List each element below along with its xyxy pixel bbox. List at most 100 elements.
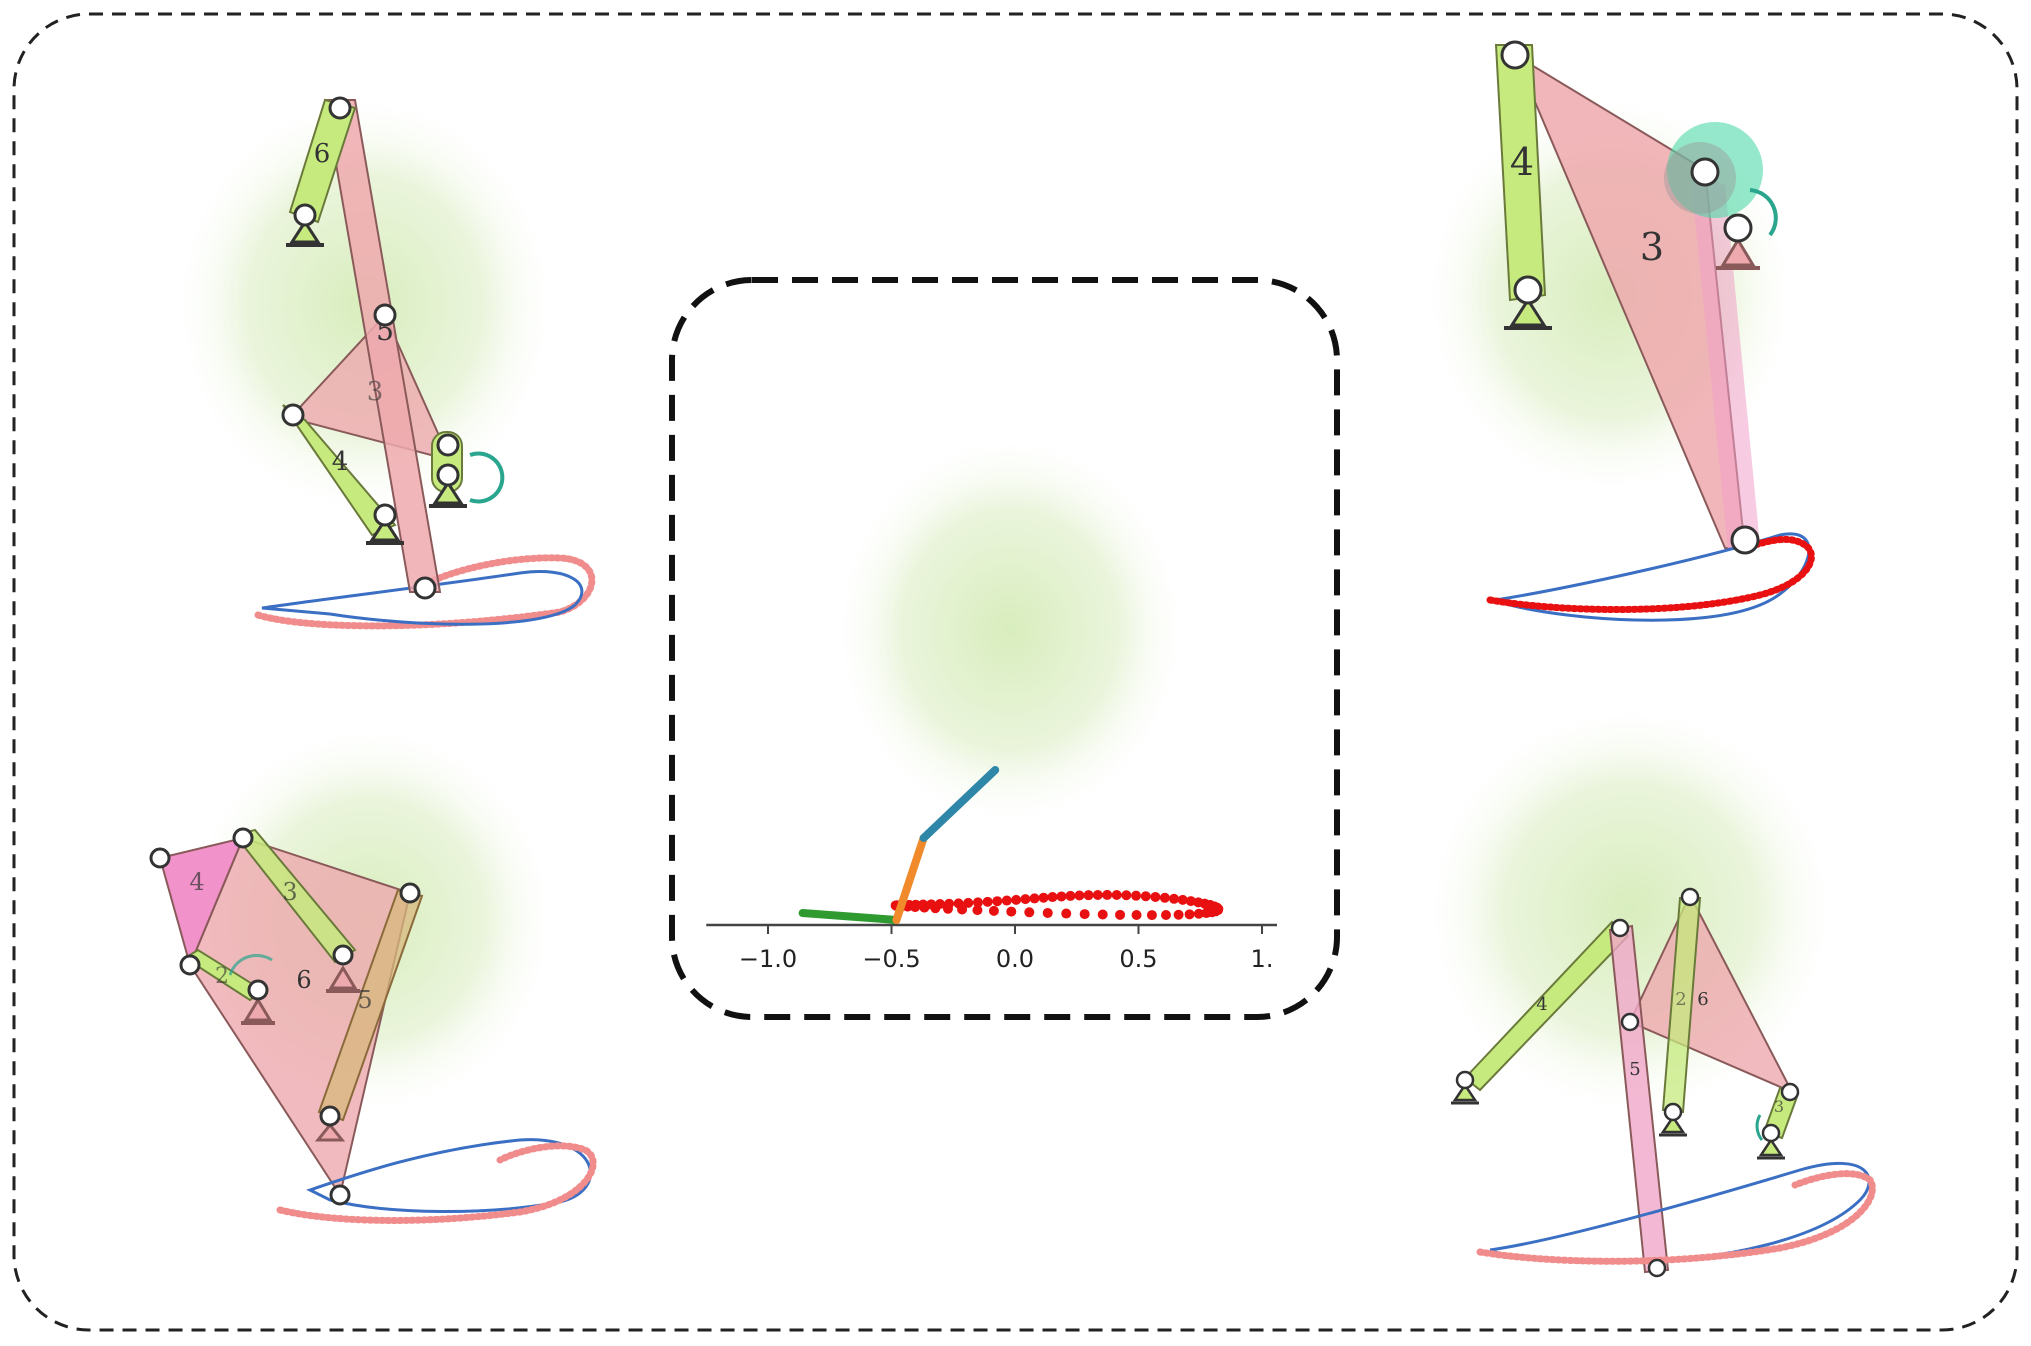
- motor-arrow-icon: [469, 451, 505, 504]
- ground-pivot-icon: [314, 1122, 346, 1142]
- target-point: [1056, 891, 1067, 902]
- target-point: [1047, 892, 1058, 903]
- ground-pivot-icon: [289, 219, 321, 244]
- link-label-4: 4: [1510, 140, 1534, 184]
- target-point: [1011, 894, 1022, 905]
- target-point: [942, 903, 953, 914]
- target-point: [1160, 909, 1171, 920]
- target-point: [1140, 891, 1151, 902]
- target-point: [1111, 890, 1122, 901]
- joints: [149, 827, 421, 1206]
- target-curve: [254, 554, 596, 630]
- target-point: [1102, 889, 1113, 900]
- target-point: [1024, 907, 1035, 918]
- target-point: [1006, 906, 1017, 917]
- arm-segment-orange: [892, 834, 928, 924]
- link-label-4: 4: [1536, 994, 1547, 1015]
- center-chart: −1.0 −0.5 0.0 0.5 1.: [706, 766, 1277, 973]
- target-point: [992, 896, 1003, 907]
- target-point: [1131, 910, 1142, 921]
- x-tick-label: 0.5: [1119, 945, 1157, 973]
- target-point: [1146, 910, 1157, 921]
- target-point: [1173, 909, 1184, 920]
- target-point: [1083, 890, 1094, 901]
- center-plot-panel: −1.0 −0.5 0.0 0.5 1.: [669, 277, 1340, 1020]
- ground-pivot-icon: [369, 517, 401, 542]
- joint-icon: [373, 503, 397, 527]
- link-label-3: 3: [1774, 1097, 1784, 1116]
- x-tick-label: 1.: [1251, 945, 1274, 973]
- joint-icon: [319, 1105, 341, 1127]
- target-point: [972, 897, 983, 908]
- link-label-4: 4: [332, 447, 349, 477]
- joint-icon: [329, 1184, 351, 1206]
- link-label-4: 4: [189, 868, 204, 896]
- traced-curve: [306, 1138, 592, 1213]
- joint-icon: [1690, 157, 1720, 187]
- link-label-6: 6: [296, 966, 311, 994]
- x-tick-label: −0.5: [862, 945, 920, 973]
- target-point: [1193, 897, 1204, 908]
- panel-bottom-left: 4 3 2 6 5: [149, 720, 597, 1224]
- traced-curve: [1494, 532, 1811, 622]
- arm-segment-blue: [919, 766, 1000, 842]
- link-label-5: 5: [1629, 1059, 1640, 1080]
- target-point: [919, 902, 930, 913]
- target-point: [988, 905, 999, 916]
- link-label-2: 2: [215, 964, 229, 989]
- ground-pivot-icon: [1720, 237, 1756, 267]
- target-curve: [1476, 1170, 1876, 1265]
- workspace-glow: [830, 430, 1190, 830]
- target-point: [1001, 895, 1012, 906]
- joint-icon: [1455, 1070, 1475, 1090]
- target-point: [1121, 890, 1132, 901]
- joint-icon: [1680, 887, 1700, 907]
- joint-icon: [179, 954, 201, 976]
- link-4: [158, 836, 245, 969]
- joint-icon: [1761, 1123, 1781, 1143]
- motor-arrow-icon: [1755, 1114, 1764, 1141]
- traced-curve: [261, 570, 584, 626]
- ground-pivot-icon: [1452, 1082, 1478, 1102]
- joint-icon: [436, 463, 460, 487]
- joint-icon: [436, 433, 460, 457]
- target-point: [957, 904, 968, 915]
- target-point: [1185, 896, 1196, 907]
- joint-icon: [1730, 525, 1760, 555]
- x-tick-label: −1.0: [739, 945, 797, 973]
- target-point: [1115, 909, 1126, 920]
- motor-arrow-icon: [1749, 188, 1778, 237]
- target-point: [982, 896, 993, 907]
- motor-arrow-icon: [228, 953, 273, 976]
- joint-icon: [1500, 40, 1530, 70]
- target-point: [1065, 890, 1076, 901]
- target-point: [910, 902, 921, 913]
- joint-icon: [247, 979, 269, 1001]
- target-point: [1061, 908, 1072, 919]
- joint-icon: [413, 576, 437, 600]
- target-point: [1097, 909, 1108, 920]
- joint-icon: [281, 403, 305, 427]
- target-point: [1184, 909, 1195, 920]
- target-point: [972, 905, 983, 916]
- link-label-3: 3: [1640, 225, 1664, 269]
- link-label-3: 3: [282, 878, 297, 906]
- link-label-6: 6: [1697, 989, 1708, 1010]
- arm-segment-green: [798, 909, 901, 924]
- x-tick-label: 0.0: [996, 945, 1034, 973]
- ground-pivot-icon: [1758, 1137, 1784, 1157]
- target-point: [1177, 894, 1188, 905]
- joint-icon: [373, 303, 397, 327]
- target-point: [1042, 907, 1053, 918]
- target-point: [1131, 890, 1142, 901]
- panel-top-left: 6 5 3 4: [170, 90, 596, 630]
- link-6: [1628, 892, 1795, 1095]
- link-label-6: 6: [314, 139, 331, 169]
- link-label-2: 2: [1675, 989, 1686, 1010]
- joint-icon: [232, 827, 254, 849]
- joint-icon: [1620, 1012, 1640, 1032]
- ground-pivot-icon: [432, 480, 464, 505]
- joints: [1500, 40, 1760, 555]
- target-curve: [276, 1142, 597, 1224]
